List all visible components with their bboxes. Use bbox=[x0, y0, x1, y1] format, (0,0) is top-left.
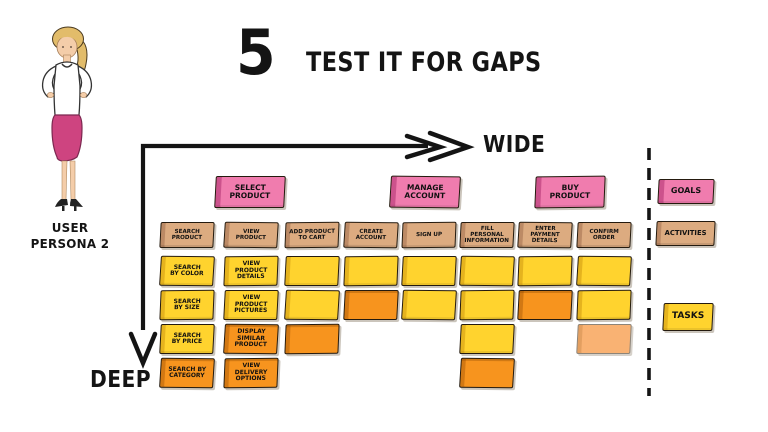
task-note bbox=[576, 289, 632, 321]
task-note bbox=[459, 357, 515, 389]
task-note bbox=[343, 255, 399, 287]
activity-note: ENTER PAYMENT DETAILS bbox=[517, 221, 573, 249]
persona-caption: USER PERSONA 2 bbox=[30, 220, 110, 251]
legend-goals-note: GOALS bbox=[657, 179, 715, 204]
task-note bbox=[401, 256, 457, 286]
task-note bbox=[517, 290, 573, 320]
task-note bbox=[517, 255, 573, 287]
goal-note: BUY PRODUCT bbox=[534, 175, 606, 209]
task-note bbox=[401, 289, 457, 321]
task-note: SEARCH BY CATEGORY bbox=[159, 357, 215, 389]
page-title: TEST IT FOR GAPS bbox=[306, 47, 542, 78]
task-note: VIEW DELIVERY OPTIONS bbox=[223, 357, 279, 389]
task-note bbox=[284, 256, 340, 286]
wide-axis-label: WIDE bbox=[483, 132, 546, 158]
activity-note: VIEW PRODUCT bbox=[223, 221, 279, 249]
task-note: VIEW PRODUCT PICTURES bbox=[223, 290, 279, 320]
goal-note: MANAGE ACCOUNT bbox=[389, 175, 461, 209]
task-note bbox=[459, 289, 515, 321]
activity-note: FILL PERSONAL INFORMATION bbox=[459, 222, 515, 248]
activity-note: SEARCH PRODUCT bbox=[159, 222, 215, 248]
task-note bbox=[343, 290, 399, 320]
task-note: VIEW PRODUCT DETAILS bbox=[223, 255, 279, 287]
activity-note: ADD PRODUCT TO CART bbox=[284, 221, 340, 249]
task-note bbox=[284, 323, 340, 355]
legend-activities-note: ACTIVITIES bbox=[655, 221, 716, 246]
goal-note: SELECT PRODUCT bbox=[214, 176, 286, 208]
activity-note: CREATE ACCOUNT bbox=[343, 221, 399, 249]
task-note: DISPLAY SIMILAR PRODUCT bbox=[223, 323, 279, 355]
task-note: SEARCH BY SIZE bbox=[159, 289, 215, 321]
task-note bbox=[284, 289, 340, 321]
legend-tasks-note: TASKS bbox=[662, 303, 714, 331]
task-note: SEARCH BY PRICE bbox=[159, 324, 215, 354]
deep-axis-label: DEEP bbox=[90, 367, 152, 393]
task-note: SEARCH BY COLOR bbox=[159, 255, 215, 287]
task-note bbox=[459, 324, 515, 354]
task-note bbox=[576, 324, 632, 354]
step-number: 5 bbox=[236, 16, 276, 89]
task-note bbox=[459, 255, 515, 287]
task-note bbox=[576, 255, 632, 287]
activity-note: CONFIRM ORDER bbox=[576, 222, 632, 248]
activity-note: SIGN UP bbox=[401, 221, 457, 249]
